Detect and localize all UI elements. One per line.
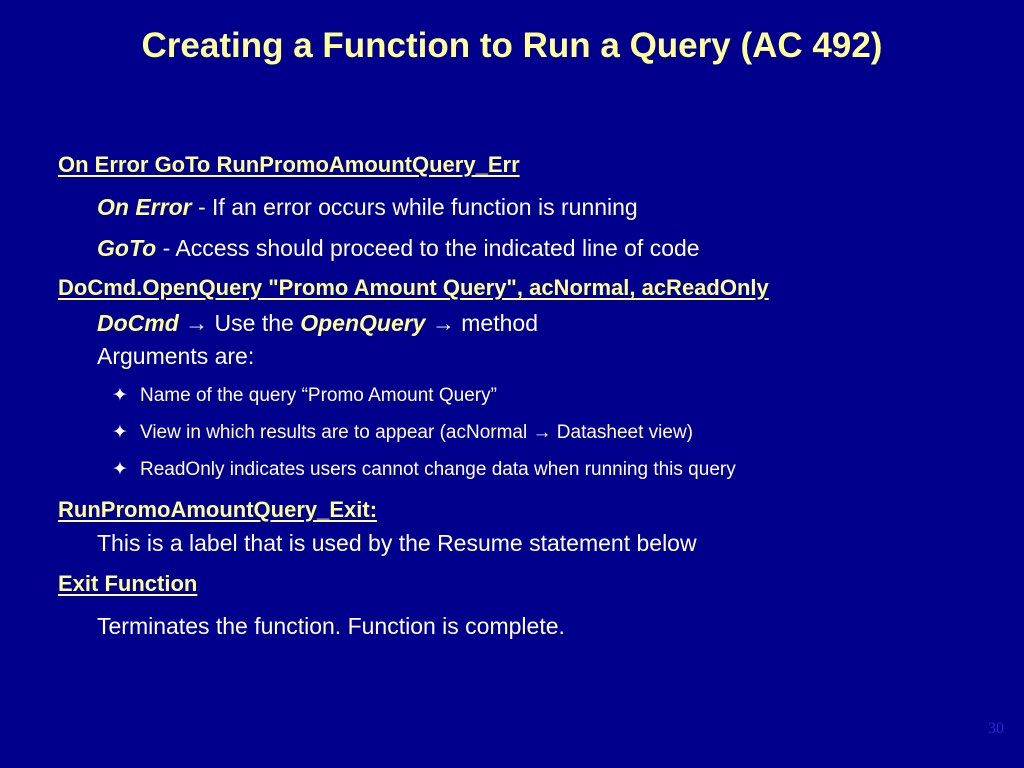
code-line-exit-function: Exit Function [58,571,198,596]
bullet-text: View in which results are to appear (acN… [140,422,533,443]
arrow-right-icon: → [532,422,552,443]
goto-explanation: GoTo - Access should proceed to the indi… [97,235,700,262]
star-bullet-icon: ✦ [112,422,128,443]
star-bullet-icon: ✦ [112,385,128,406]
arguments-heading: Arguments are: [97,343,255,369]
bullet-item: ✦ ReadOnly indicates users cannot change … [112,458,736,481]
method-text: method [454,310,538,336]
use-the-text: Use the [208,310,301,336]
slide-number: 30 [988,720,1004,737]
on-error-explanation: On Error - If an error occurs while func… [97,194,638,221]
bullet-item: ✦ Name of the query “Promo Amount Query” [112,384,497,407]
keyword-openquery: OpenQuery [300,310,426,336]
bullet-item: ✦ View in which results are to appear (ac… [112,421,693,444]
goto-text: - Access should proceed to the indicated… [156,235,700,261]
code-line-on-error: On Error GoTo RunPromoAmountQuery_Err [58,152,520,177]
slide-title: Creating a Function to Run a Query (AC 4… [141,26,883,65]
bullet-text: ReadOnly indicates users cannot change d… [140,459,736,480]
exit-function-explanation: Terminates the function. Function is com… [97,613,565,639]
code-line-exit-label: RunPromoAmountQuery_Exit: [58,497,378,522]
arrow-right-icon: → [431,310,455,336]
code-line-docmd: DoCmd.OpenQuery "Promo Amount Query", ac… [58,275,769,300]
keyword-on-error: On Error [97,194,192,220]
on-error-text: - If an error occurs while function is r… [191,194,638,220]
keyword-goto: GoTo [97,235,157,261]
star-bullet-icon: ✦ [112,459,128,480]
label-explanation: This is a label that is used by the Resu… [97,530,697,556]
docmd-explanation: DoCmd → Use the OpenQuery → method [97,310,538,337]
arrow-right-icon: → [185,310,209,336]
keyword-docmd: DoCmd [97,310,179,336]
bullet-text: Name of the query “Promo Amount Query” [140,385,497,406]
bullet-text: Datasheet view) [551,422,694,443]
